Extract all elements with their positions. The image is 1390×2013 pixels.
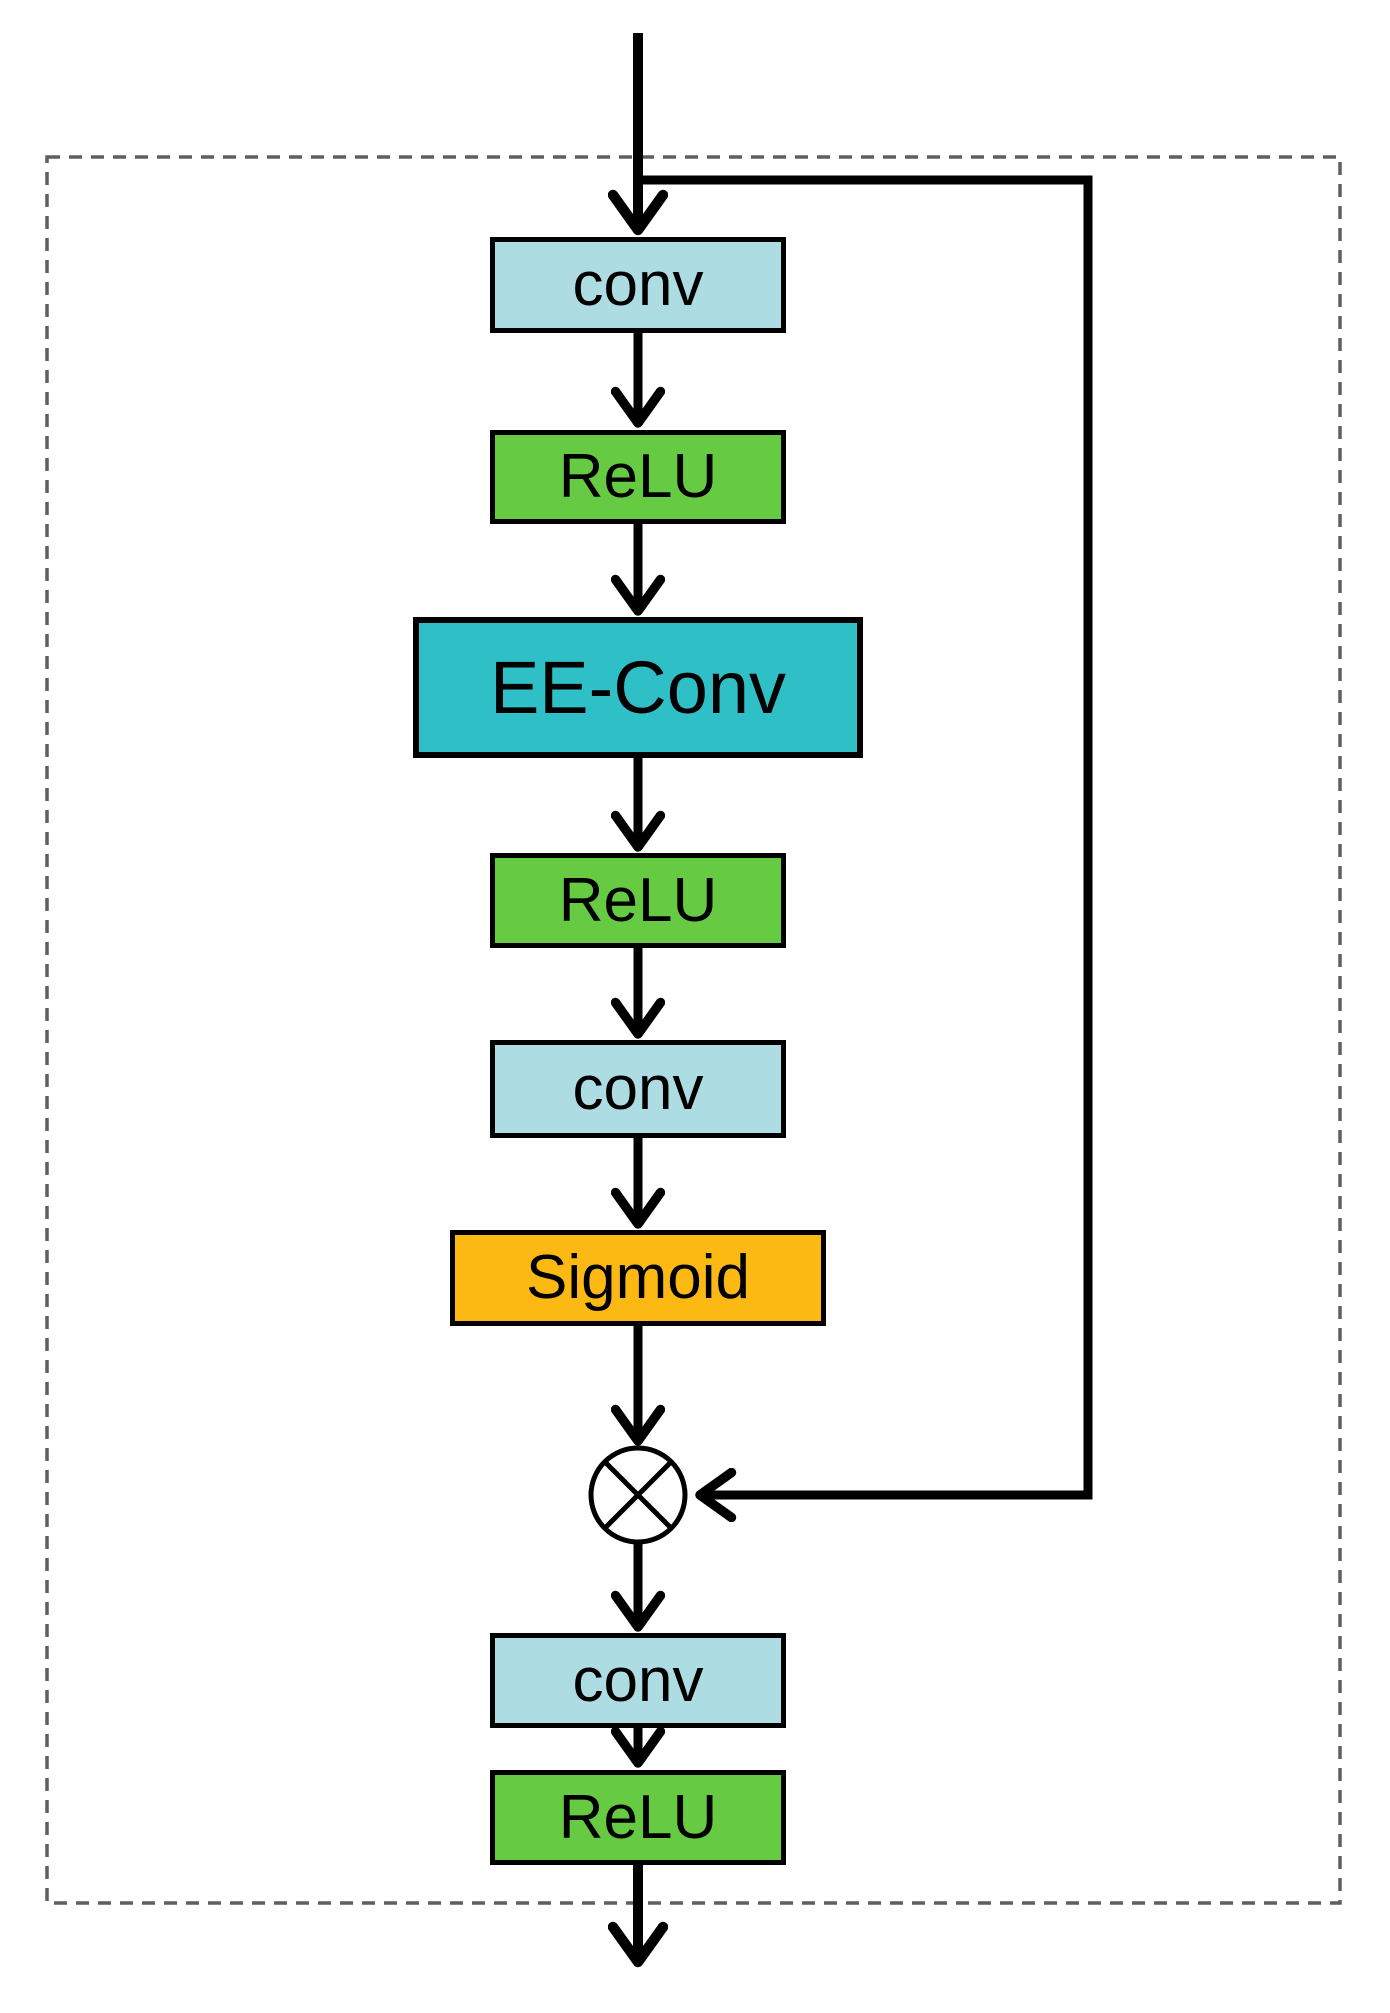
module-dashed-border	[45, 155, 1342, 1905]
node-relu-3-label: ReLU	[558, 1782, 718, 1852]
node-conv-3: conv	[490, 1633, 786, 1728]
node-relu-1-label: ReLU	[558, 442, 718, 511]
node-conv-1: conv	[490, 237, 786, 333]
node-ee-conv: EE-Conv	[413, 617, 863, 758]
node-conv-1-label: conv	[572, 250, 704, 319]
node-relu-2-label: ReLU	[558, 865, 718, 935]
node-relu-1: ReLU	[490, 430, 786, 524]
skip-connection-arrow	[638, 175, 1093, 1495]
multiply-operator-icon	[588, 1445, 688, 1545]
node-ee-conv-label: EE-Conv	[489, 645, 787, 729]
node-conv-2-label: conv	[572, 1054, 704, 1123]
node-sigmoid-label: Sigmoid	[526, 1243, 750, 1312]
node-relu-3: ReLU	[490, 1770, 786, 1865]
node-conv-3-label: conv	[572, 1645, 704, 1715]
node-conv-2: conv	[490, 1040, 786, 1138]
node-relu-2: ReLU	[490, 853, 786, 948]
node-sigmoid: Sigmoid	[450, 1230, 826, 1326]
